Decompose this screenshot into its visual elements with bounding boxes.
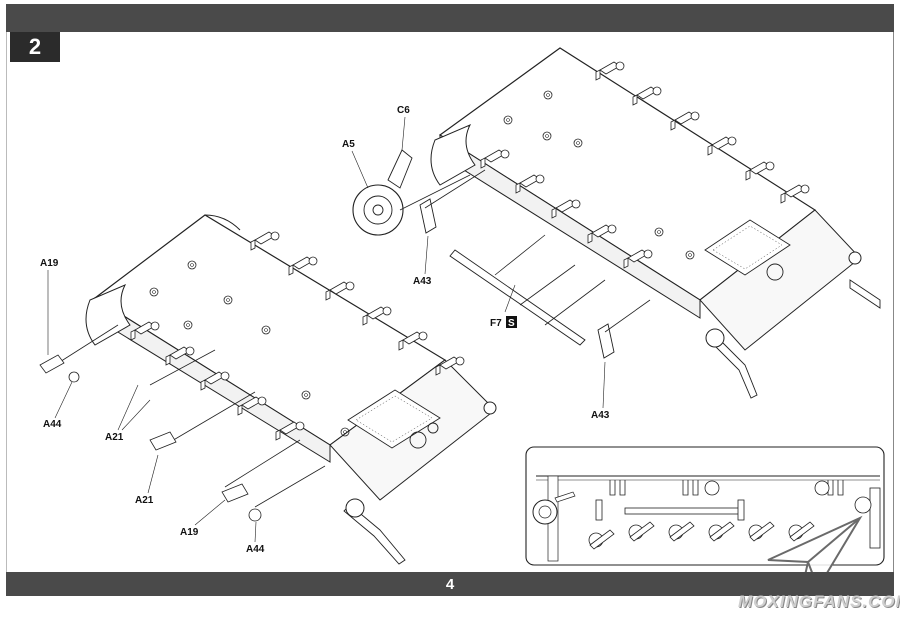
page-border-right bbox=[893, 32, 894, 572]
callout-c6: C6 bbox=[397, 105, 410, 116]
page-border-left bbox=[6, 32, 7, 572]
page-number: 4 bbox=[445, 575, 455, 593]
callout-a44-bottom: A44 bbox=[246, 544, 265, 555]
callout-a43-top: A43 bbox=[413, 276, 432, 287]
callout-a21-b: A21 bbox=[135, 495, 154, 506]
sprue-icon-glyph: S bbox=[508, 318, 515, 329]
footer-bar: 4 bbox=[6, 572, 894, 596]
inset-detail-view bbox=[525, 446, 885, 566]
left-hull-assembly bbox=[39, 214, 497, 565]
callout-f7: F7 bbox=[490, 318, 502, 329]
callout-a19-bottom: A19 bbox=[180, 527, 199, 538]
callout-a43-bottom: A43 bbox=[591, 410, 610, 421]
callout-a19-top: A19 bbox=[40, 258, 59, 269]
header-bar bbox=[6, 4, 894, 32]
callout-a21-a: A21 bbox=[105, 432, 124, 443]
right-hull-assembly bbox=[352, 47, 881, 399]
step-number-badge: 2 bbox=[10, 32, 60, 62]
sprue-icon bbox=[506, 316, 517, 328]
callout-a44-top: A44 bbox=[43, 419, 62, 430]
callout-a5: A5 bbox=[342, 139, 355, 150]
watermark-text: MOXINGFANS.COM bbox=[738, 592, 900, 611]
